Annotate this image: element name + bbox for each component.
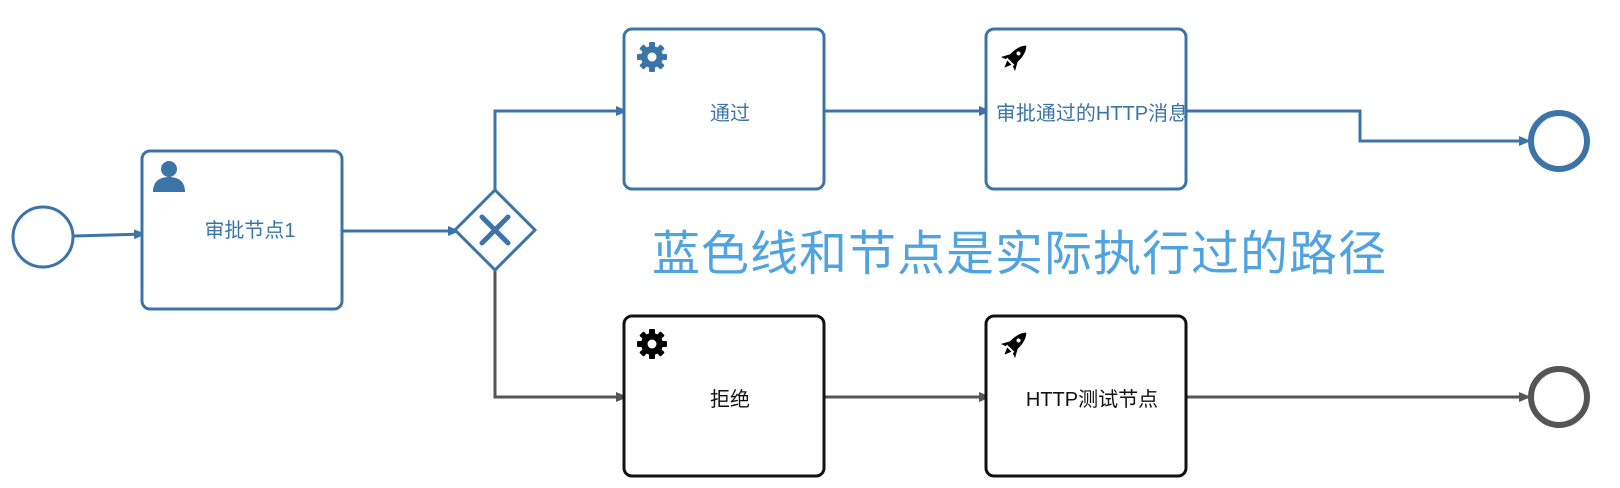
exclusive-gateway[interactable] — [452, 187, 538, 273]
task-label: 审批节点1 — [204, 219, 295, 242]
flow-start-to-approval[interactable] — [73, 229, 146, 240]
user-icon — [153, 161, 185, 192]
task-label: HTTP测试节点 — [1026, 388, 1158, 411]
flow-gateway-to-reject[interactable] — [493, 270, 628, 402]
task-label: 审批通过的HTTP消息 — [996, 102, 1188, 125]
task-label: 拒绝 — [710, 388, 750, 411]
gear-icon — [637, 42, 667, 72]
flow-gateway-to-approve[interactable] — [493, 106, 628, 193]
executed-path-annotation: 蓝色线和节点是实际执行过的路径 — [652, 226, 1388, 282]
task-approve-http[interactable]: 审批通过的HTTP消息 — [984, 27, 1188, 191]
task-approval-node[interactable]: 审批节点1 — [140, 149, 344, 311]
end-event-reject[interactable] — [1528, 366, 1590, 428]
end-event-approve[interactable] — [1528, 110, 1590, 172]
start-event[interactable] — [11, 205, 75, 269]
task-http-test[interactable]: HTTP测试节点 — [984, 314, 1188, 478]
task-label: 通过 — [710, 102, 750, 125]
task-reject[interactable]: 拒绝 — [622, 314, 826, 478]
x-icon — [479, 214, 511, 246]
task-approve[interactable]: 通过 — [622, 27, 826, 191]
flow-http-to-end[interactable] — [1186, 109, 1531, 146]
gear-icon — [637, 329, 667, 359]
rocket-icon — [1000, 332, 1027, 359]
rocket-icon — [1000, 45, 1027, 72]
